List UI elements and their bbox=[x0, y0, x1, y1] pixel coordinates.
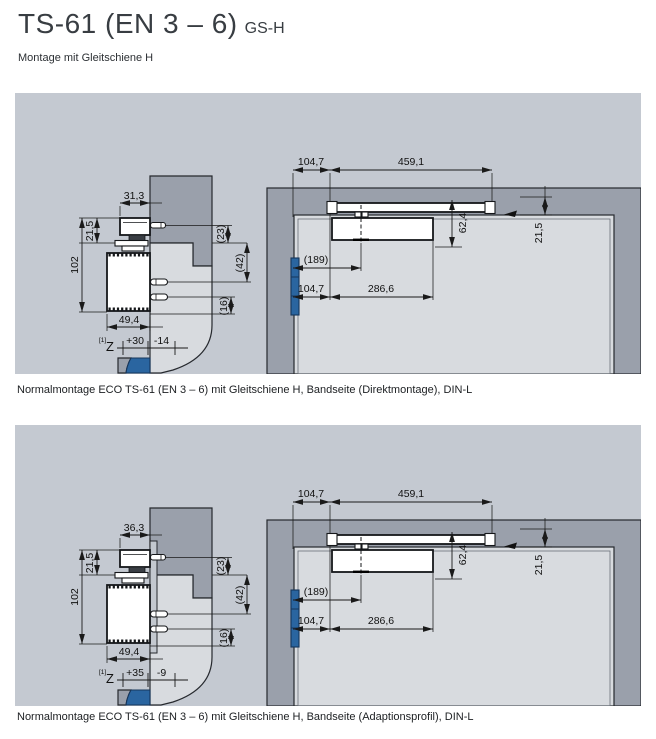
dim-body-width: 49,4 bbox=[119, 314, 140, 326]
direction-arrow bbox=[504, 542, 517, 549]
dim-189: (189) bbox=[304, 586, 329, 598]
page-title: TS-61 (EN 3 – 6) bbox=[18, 8, 238, 39]
dim-z-plus: +30 bbox=[126, 335, 144, 347]
direction-arrow bbox=[504, 210, 517, 217]
slide-rail bbox=[334, 202, 488, 213]
dim-21: 21,5 bbox=[533, 223, 545, 244]
front-view bbox=[266, 519, 642, 707]
side-view bbox=[106, 175, 213, 374]
dim-23: (23) bbox=[215, 225, 227, 244]
dim-hinge-to-rail: 104,7 bbox=[298, 488, 324, 500]
dim-rail-length: 459,1 bbox=[398, 156, 424, 168]
dim-body-length: 286,6 bbox=[368, 615, 394, 627]
product-variant-label: GS-H bbox=[244, 20, 285, 37]
dim-42: (42) bbox=[234, 254, 246, 273]
dim-hinge-to-body: 104,7 bbox=[298, 615, 324, 627]
rail-end-cap-right bbox=[484, 200, 496, 215]
bottom-pivot-blue bbox=[125, 689, 151, 706]
diagram-adapter-profile-mount: 36,3 21,5 102 49,4 (23) (42) (16) bbox=[69, 488, 642, 707]
dim-body-width: 49,4 bbox=[119, 646, 140, 658]
dim-23: (23) bbox=[215, 557, 227, 576]
arm-slider-block bbox=[361, 211, 369, 218]
figure-caption-adapter-profile: Normalmontage ECO TS-61 (EN 3 – 6) mit G… bbox=[17, 711, 474, 723]
dim-rail-height: 21,5 bbox=[84, 221, 96, 242]
dim-rail-offset: 36,3 bbox=[124, 522, 145, 534]
body-screw-1 bbox=[149, 278, 169, 286]
arm-spindle bbox=[128, 566, 146, 573]
arm-slider-block bbox=[354, 211, 362, 218]
dim-body-height: 102 bbox=[69, 588, 81, 606]
dim-body-length: 286,6 bbox=[368, 283, 394, 295]
z-label: Z bbox=[106, 671, 114, 686]
dim-rail-height: 21,5 bbox=[84, 553, 96, 574]
slide-rail bbox=[334, 534, 488, 545]
dim-16: (16) bbox=[218, 629, 230, 648]
rail-end-cap-left bbox=[326, 532, 338, 547]
dim-189: (189) bbox=[304, 254, 329, 266]
page-header: TS-61 (EN 3 – 6) GS-H bbox=[18, 8, 285, 40]
z-label: Z bbox=[106, 339, 114, 354]
dim-16: (16) bbox=[218, 297, 230, 316]
diagram-direct-mount: 31,3 21,5 102 49,4 (23) (42) (16) bbox=[69, 156, 642, 375]
door-leaf-section bbox=[149, 574, 213, 706]
rail-screw bbox=[149, 553, 167, 561]
dim-hinge-to-rail: 104,7 bbox=[298, 156, 324, 168]
slide-rail-section bbox=[119, 217, 151, 236]
closer-body bbox=[331, 549, 434, 573]
arm-spindle bbox=[128, 234, 146, 241]
dim-body-height: 102 bbox=[69, 256, 81, 274]
dim-rail-length: 459,1 bbox=[398, 488, 424, 500]
door-leaf-section bbox=[149, 242, 213, 374]
closer-body bbox=[331, 217, 434, 241]
dim-z-minus: -9 bbox=[157, 667, 166, 679]
closer-body-section bbox=[106, 584, 151, 644]
side-view-dimensions: 36,3 21,5 102 49,4 (23) (42) (16) bbox=[69, 522, 251, 687]
arm-plate bbox=[114, 239, 149, 247]
dim-z-plus: +35 bbox=[126, 667, 144, 679]
body-screw-2 bbox=[149, 293, 169, 301]
dim-z-minus: -14 bbox=[154, 335, 169, 347]
front-view bbox=[266, 187, 642, 375]
dim-hinge-to-body: 104,7 bbox=[298, 283, 324, 295]
figure-direct-mount: 31,3 21,5 102 49,4 (23) (42) (16) bbox=[15, 93, 642, 375]
figure-caption-direct-mount: Normalmontage ECO TS-61 (EN 3 – 6) mit G… bbox=[17, 384, 473, 396]
arm-plate bbox=[114, 571, 149, 579]
dim-21: 21,5 bbox=[533, 555, 545, 576]
arm-slider-block bbox=[354, 543, 362, 550]
body-screw-2 bbox=[149, 625, 169, 633]
body-screw-1 bbox=[149, 610, 169, 618]
closer-body-section bbox=[106, 252, 151, 312]
dim-42: (42) bbox=[234, 586, 246, 605]
rail-end-cap-right bbox=[484, 532, 496, 547]
z-footnote-ref: [1] bbox=[99, 669, 106, 676]
dim-62: 62,4 bbox=[457, 213, 469, 234]
slide-rail-section bbox=[119, 549, 151, 568]
side-view-dimensions: 31,3 21,5 102 49,4 (23) (42) (16) bbox=[69, 190, 251, 355]
front-view-dimensions: 104,7 459,1 62,4 21,5 (189) 104,7 286,6 bbox=[292, 156, 552, 300]
side-view bbox=[106, 507, 213, 706]
front-view-dimensions: 104,7 459,1 62,4 21,5 (189) 104,7 286,6 bbox=[292, 488, 552, 632]
arm-slider-block bbox=[361, 543, 369, 550]
rail-end-cap-left bbox=[326, 200, 338, 215]
figure-adapter-profile-mount: 36,3 21,5 102 49,4 (23) (42) (16) bbox=[15, 425, 642, 707]
dim-rail-offset: 31,3 bbox=[124, 190, 145, 202]
arm-foot bbox=[121, 577, 145, 584]
arm-foot bbox=[121, 245, 145, 252]
z-footnote-ref: [1] bbox=[99, 337, 106, 344]
rail-screw bbox=[149, 221, 167, 229]
page-subtitle: Montage mit Gleitschiene H bbox=[18, 52, 154, 64]
bottom-pivot-blue bbox=[125, 357, 151, 374]
dim-62: 62,4 bbox=[457, 545, 469, 566]
